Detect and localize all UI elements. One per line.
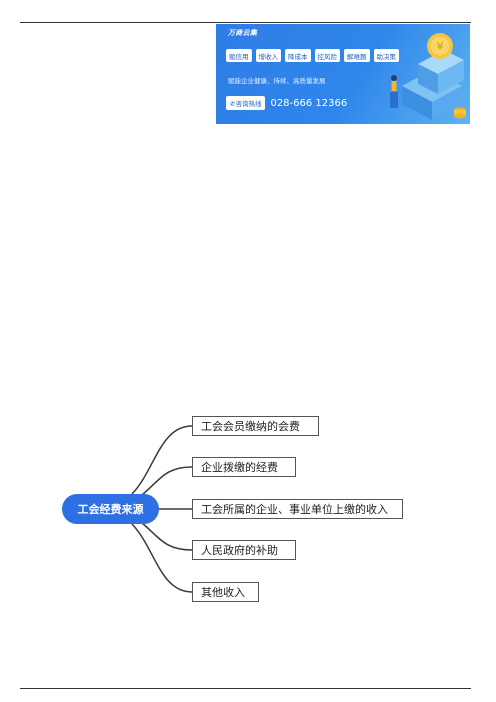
mind-map-node: 其他收入 [192,582,259,602]
header-rule [20,22,471,23]
mind-map-node: 人民政府的补助 [192,540,296,560]
phone-icon: ✆ [230,100,236,108]
banner-slogan: 赋能企业健康、持续、高质量发展 [228,77,326,85]
banner-tags: 赋信用 增收入 降成本 控风险 解难题 助决策 [226,49,399,62]
svg-text:¥: ¥ [437,40,444,53]
connector-line [131,523,193,593]
banner-brand: 万商云集 [228,29,258,37]
banner-tag: 助决策 [373,49,399,62]
banner-tag: 赋信用 [226,49,252,62]
banner-tag: 增收入 [255,49,281,62]
hotline-number: 028-666 12366 [270,97,348,109]
connector-line [131,425,193,495]
mind-map-root: 工会经费来源 [62,494,159,524]
mind-map-node: 企业拨缴的经费 [192,457,296,477]
ad-banner[interactable]: 万商云集 赋信用 增收入 降成本 控风险 解难题 助决策 赋能企业健康、持续、高… [216,24,470,124]
isometric-illustration-icon: ¥ [390,33,466,120]
banner-tag: 控风险 [314,49,340,62]
mind-map-node: 工会所属的企业、事业单位上缴的收入 [192,499,403,519]
hotline-label: ✆咨询热线 [226,96,266,110]
footer-rule [20,688,471,689]
mind-map-node: 工会会员缴纳的会费 [192,416,319,436]
banner-hotline: ✆咨询热线 028-666 12366 [226,96,347,110]
connector-line [141,466,193,496]
connector-line [141,522,193,551]
banner-tag: 解难题 [344,49,370,62]
banner-tag: 降成本 [285,49,311,62]
